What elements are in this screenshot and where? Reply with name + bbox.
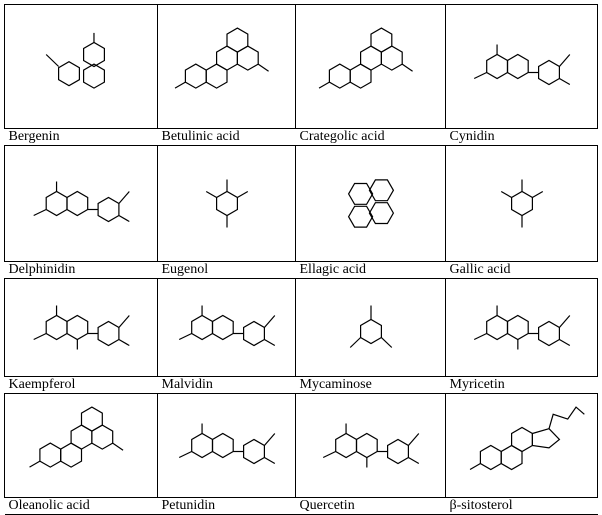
compound-name-label: Myricetin — [445, 376, 598, 394]
mycaminose-structure-image — [349, 305, 392, 348]
oleanolic-acid-structure-image — [28, 406, 123, 468]
betulinic-acid-structure-image — [174, 27, 269, 89]
compound-name-label: β-sitosterol — [445, 497, 598, 515]
compound-name-label: Petunidin — [157, 497, 296, 515]
compound-name-label: Ellagic acid — [295, 261, 446, 279]
compound-name-label: Betulinic acid — [157, 128, 296, 146]
cynidin-structure-image — [473, 44, 570, 86]
myricetin-structure-image — [473, 305, 570, 350]
structure-cell — [445, 145, 598, 262]
structure-cell — [295, 4, 446, 129]
structure-cell — [295, 278, 446, 377]
structure-cell — [157, 4, 296, 129]
structure-cell — [157, 145, 296, 262]
crategolic-acid-structure-image — [318, 27, 413, 89]
ellagic-acid-structure-image — [347, 179, 394, 228]
compound-name-label: Crategolic acid — [295, 128, 446, 146]
compound-name-label: Malvidin — [157, 376, 296, 394]
structure-cell — [445, 393, 598, 498]
compound-name-label: Bergenin — [4, 128, 158, 146]
compound-name-label: Delphinidin — [4, 261, 158, 279]
structure-cell — [4, 278, 158, 377]
bergenin-structure-image — [45, 32, 105, 89]
structure-cell — [157, 278, 296, 377]
structure-row — [4, 393, 598, 498]
compound-name-label: Oleanolic acid — [4, 497, 158, 515]
gallic-acid-structure-image — [500, 179, 543, 228]
petunidin-structure-image — [178, 423, 275, 465]
eugenol-structure-image — [205, 179, 248, 228]
structure-cell — [4, 393, 158, 498]
compound-name-label: Mycaminose — [295, 376, 446, 394]
compound-name-label: Quercetin — [295, 497, 446, 515]
structure-row — [4, 145, 598, 262]
structure-row — [4, 278, 598, 377]
structure-row — [4, 4, 598, 129]
structure-cell — [4, 4, 158, 129]
quercetin-structure-image — [322, 423, 419, 468]
compound-name-label: Eugenol — [157, 261, 296, 279]
compound-name-label: Kaempferol — [4, 376, 158, 394]
compound-name-label: Gallic acid — [445, 261, 598, 279]
compound-name-label: Cynidin — [445, 128, 598, 146]
structure-cell — [445, 4, 598, 129]
structure-cell — [295, 145, 446, 262]
delphinidin-structure-image — [32, 181, 130, 223]
structure-cell — [157, 393, 296, 498]
structure-cell — [445, 278, 598, 377]
kaempferol-structure-image — [32, 305, 130, 350]
structure-cell — [295, 393, 446, 498]
structure-cell — [4, 145, 158, 262]
sitosterol-structure-image — [469, 406, 585, 471]
malvidin-structure-image — [178, 305, 275, 347]
